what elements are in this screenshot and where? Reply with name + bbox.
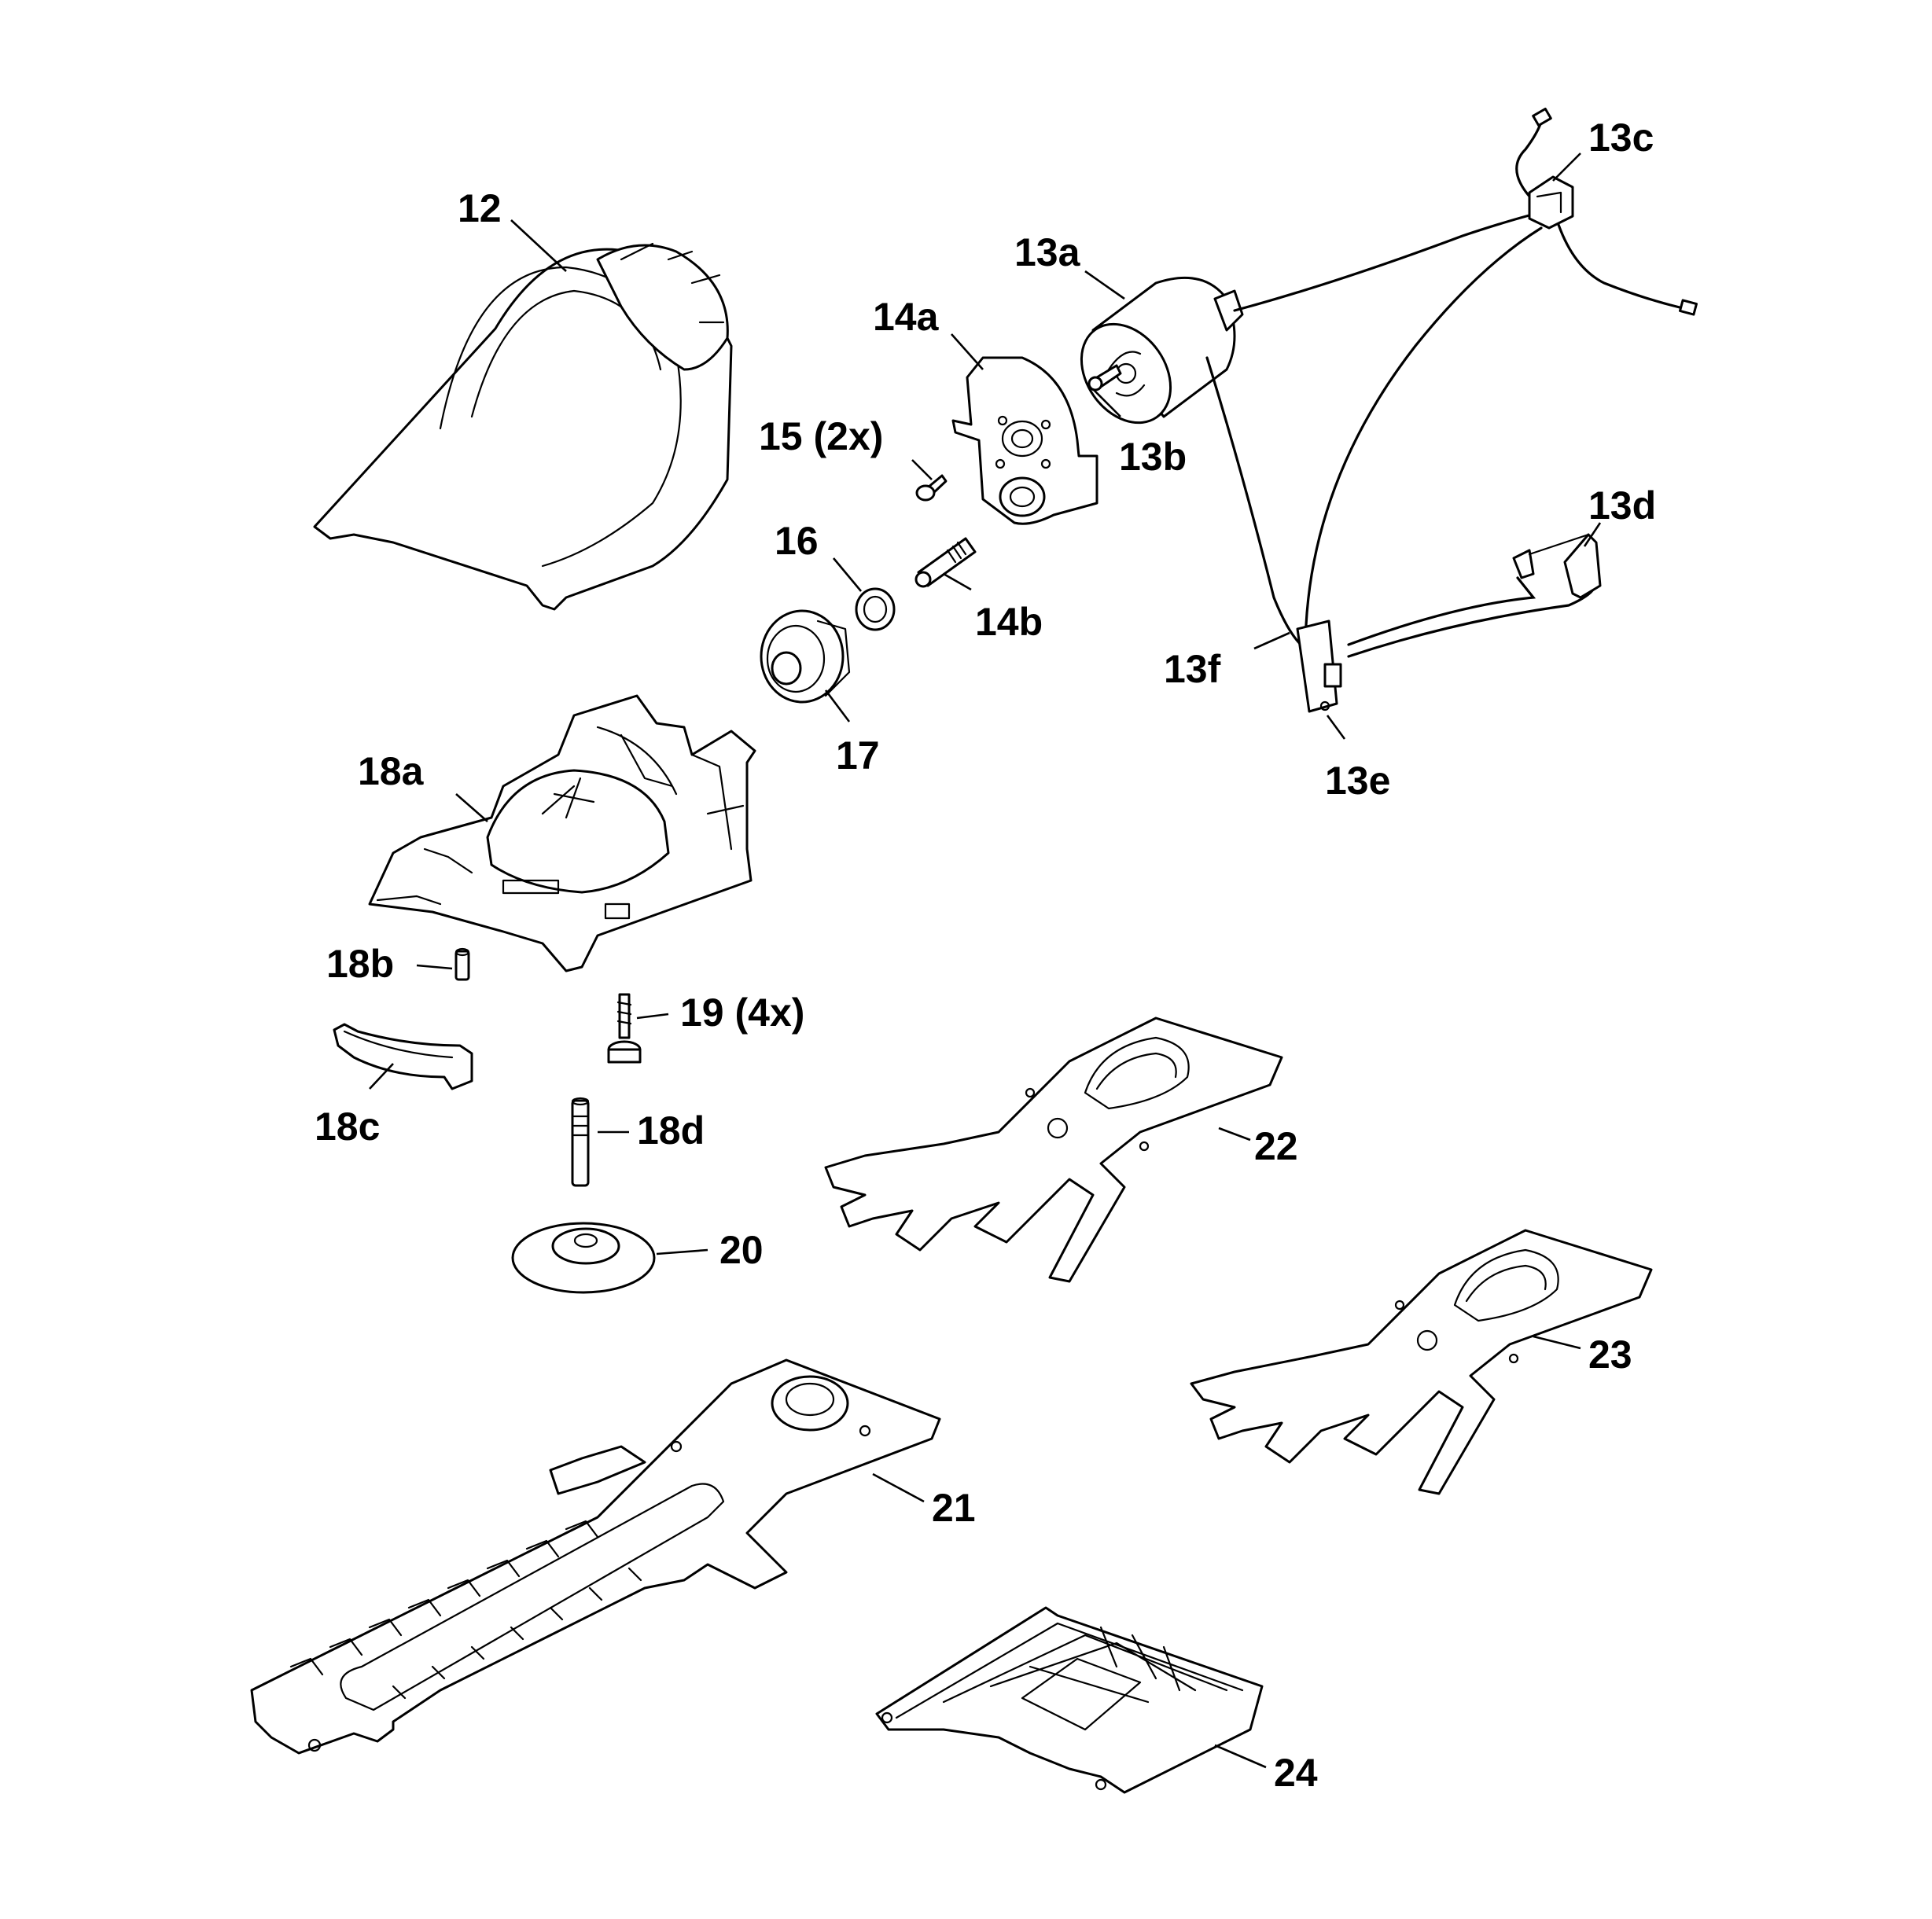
part-23-shear-blade bbox=[1190, 1229, 1653, 1495]
part-13c-connector bbox=[1528, 175, 1574, 230]
part-13b-motor-shaft bbox=[1087, 364, 1122, 392]
part-14a-motor-plate bbox=[951, 356, 1098, 525]
label-22: 22 bbox=[1254, 1124, 1298, 1168]
label-19: 19 (4x) bbox=[680, 991, 804, 1035]
part-24-storage-tray bbox=[875, 1606, 1264, 1794]
label-18a: 18a bbox=[358, 749, 425, 793]
part-17-gear bbox=[760, 609, 851, 704]
part-12-housing-cover bbox=[313, 242, 733, 611]
part-15-screw bbox=[915, 474, 948, 502]
label-15: 15 (2x) bbox=[759, 414, 883, 458]
label-24: 24 bbox=[1274, 1751, 1318, 1795]
part-labels: 12 13a 13b 13c 13d 13e 13f 14a 14b 15 (2… bbox=[315, 116, 1656, 1795]
part-18c-curved-slide bbox=[333, 1023, 473, 1090]
part-21-hedge-blade bbox=[250, 1358, 941, 1755]
part-18b-small-pin bbox=[454, 947, 470, 981]
leader-lines bbox=[369, 153, 1602, 1769]
label-14b: 14b bbox=[975, 600, 1043, 644]
part-19-screw bbox=[607, 993, 642, 1064]
label-23: 23 bbox=[1588, 1333, 1632, 1377]
label-18c: 18c bbox=[315, 1105, 380, 1149]
wiring-harness bbox=[1205, 107, 1698, 658]
part-20-disc bbox=[511, 1222, 656, 1294]
label-13b: 13b bbox=[1119, 435, 1187, 479]
label-18d: 18d bbox=[637, 1108, 705, 1153]
label-13c: 13c bbox=[1588, 116, 1654, 160]
label-13a: 13a bbox=[1014, 230, 1081, 274]
part-13d-battery-terminal bbox=[1512, 533, 1602, 599]
label-13d: 13d bbox=[1588, 483, 1656, 528]
label-16: 16 bbox=[775, 519, 819, 563]
part-13a-motor bbox=[1080, 276, 1244, 425]
part-18d-pin bbox=[571, 1097, 590, 1187]
label-17: 17 bbox=[836, 733, 880, 778]
part-22-shear-blade bbox=[824, 1016, 1283, 1283]
label-13f: 13f bbox=[1164, 647, 1221, 691]
label-14a: 14a bbox=[873, 295, 940, 339]
part-18a-gearbox-housing bbox=[368, 694, 756, 972]
label-12: 12 bbox=[458, 186, 502, 230]
part-16-washer bbox=[855, 587, 896, 631]
label-13e: 13e bbox=[1325, 759, 1390, 803]
part-13e-switch bbox=[1296, 619, 1342, 713]
label-18b: 18b bbox=[326, 942, 394, 986]
label-21: 21 bbox=[932, 1486, 976, 1530]
label-20: 20 bbox=[719, 1228, 764, 1272]
part-14b-spindle-pin bbox=[914, 537, 977, 588]
